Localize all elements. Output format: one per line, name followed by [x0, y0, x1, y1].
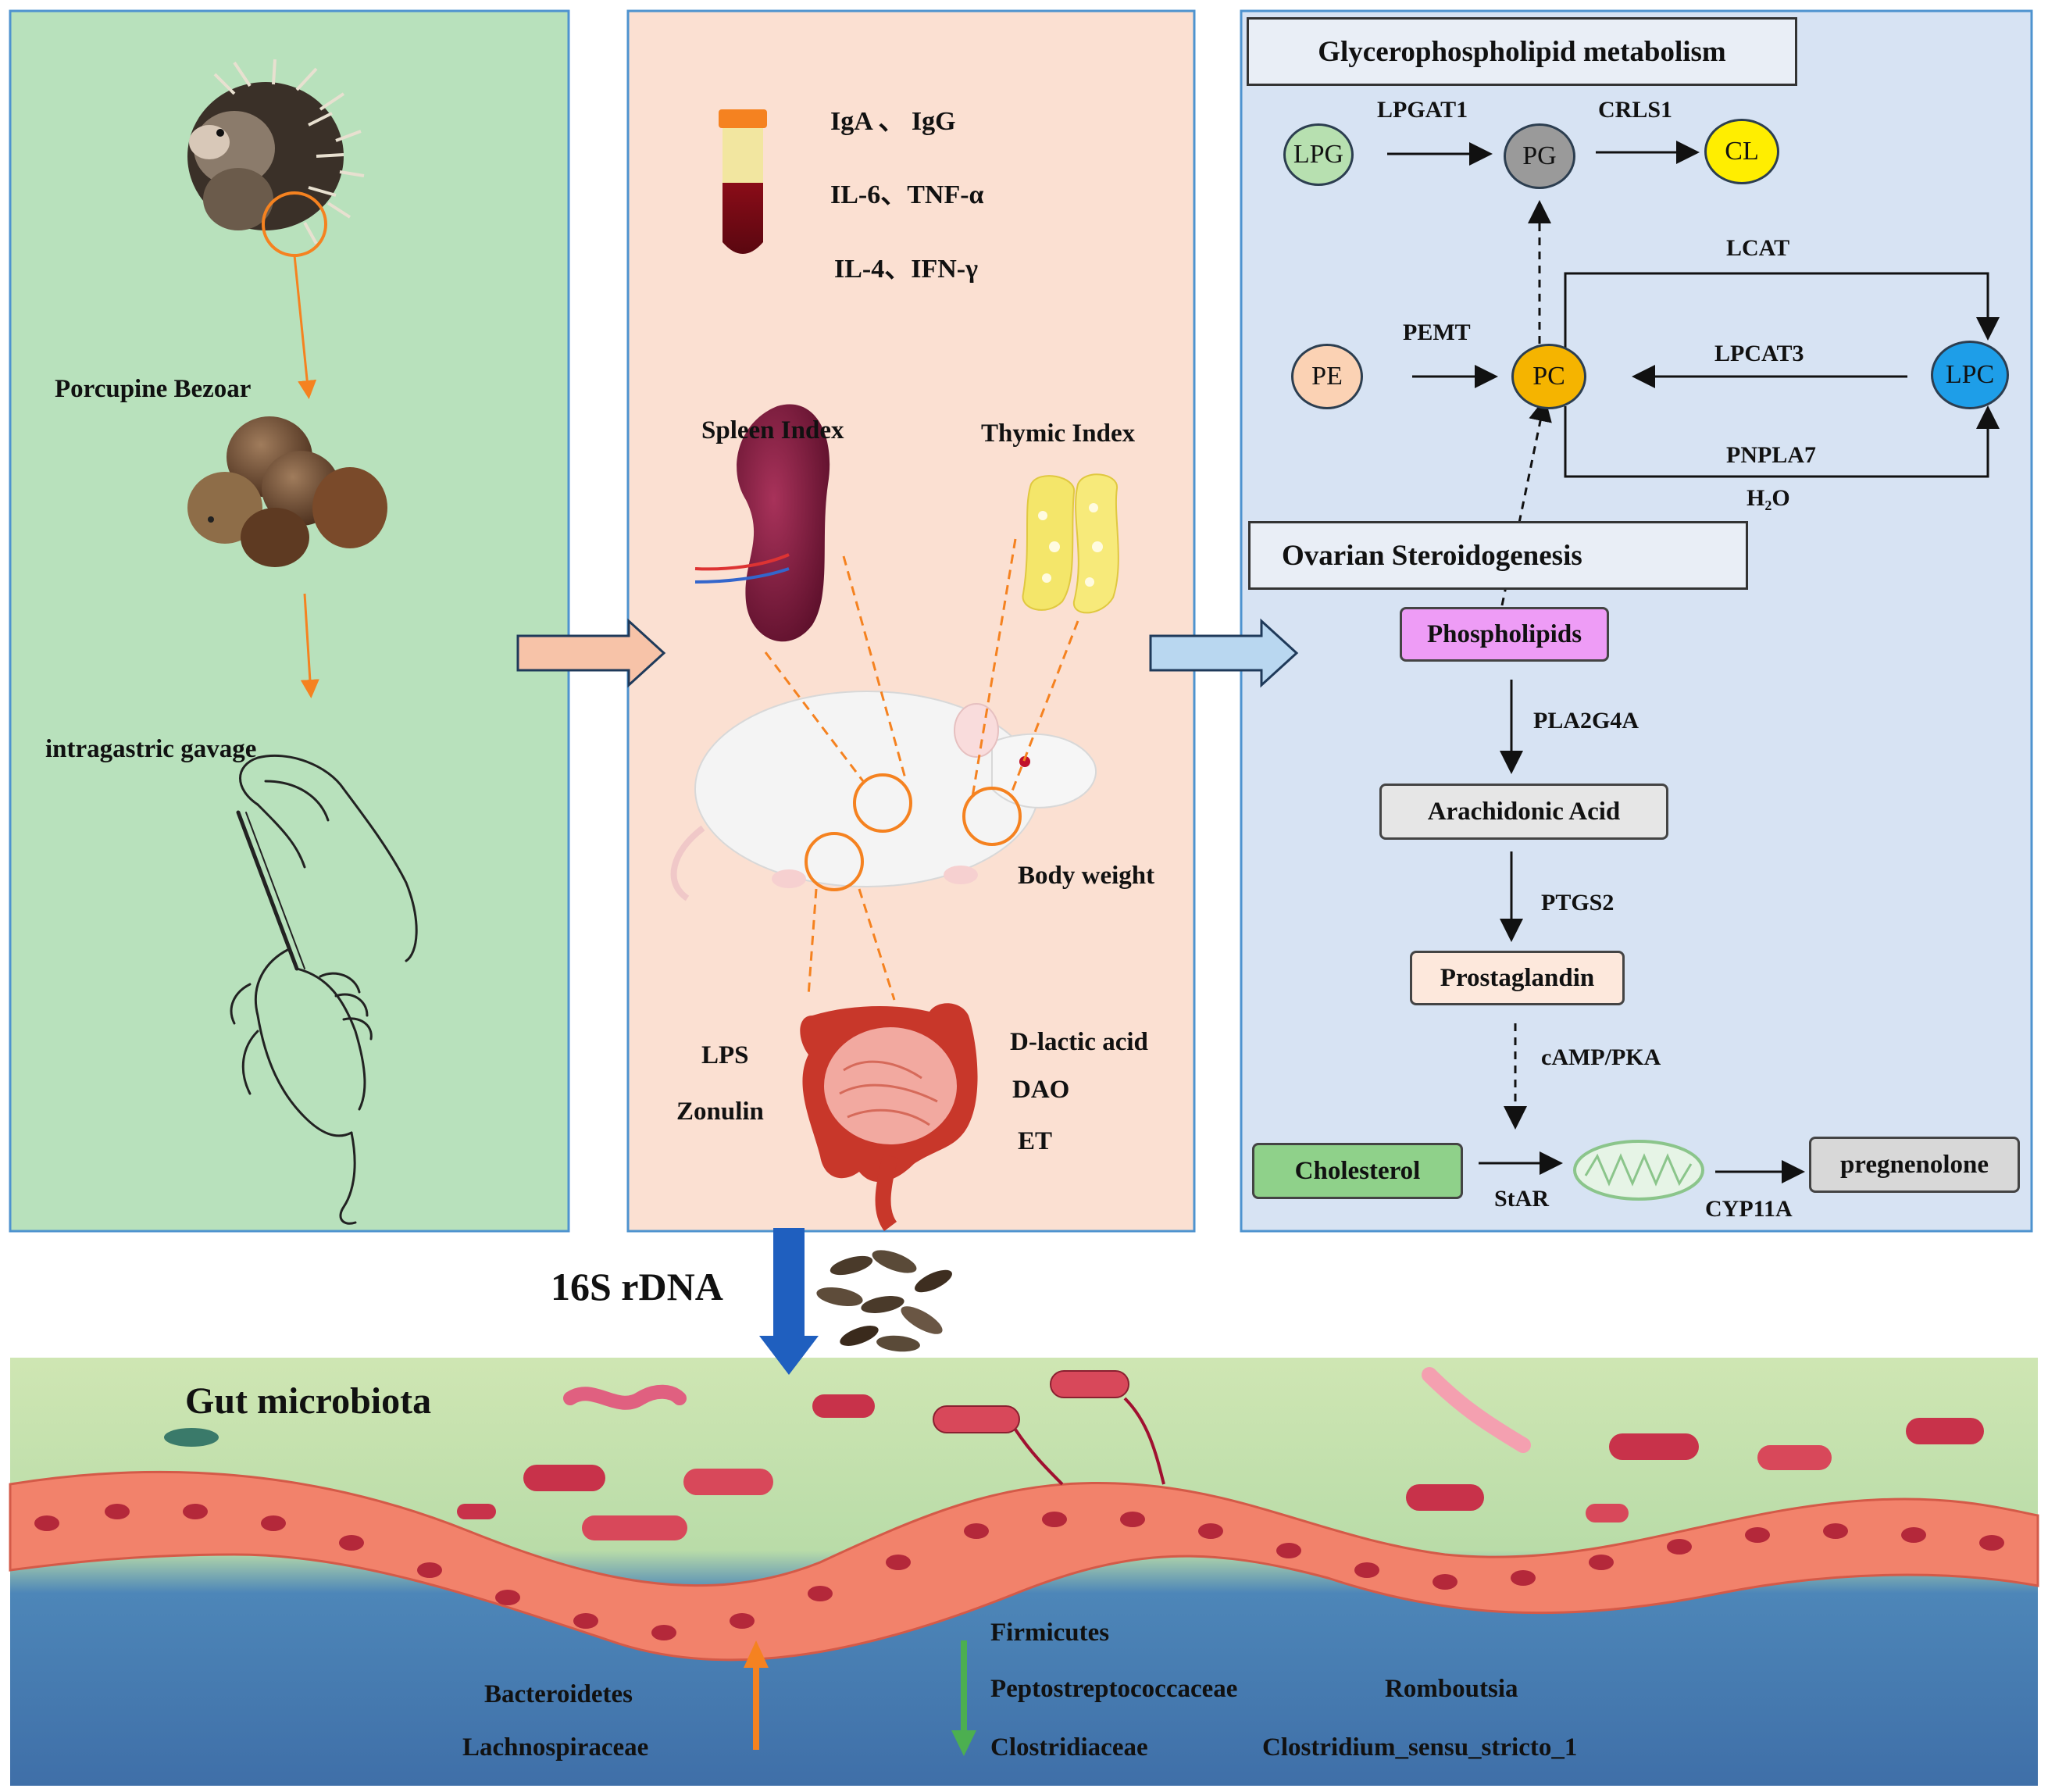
rat-thymus-circle	[962, 787, 1022, 846]
serum-marker-2: IL-6、TNF-α	[830, 180, 984, 209]
feces-image	[816, 1250, 952, 1352]
water-label: H₂O	[1747, 485, 1790, 511]
gut-marker-lps: LPS	[701, 1041, 749, 1069]
gut-microbiota-title: Gut microbiota	[185, 1380, 432, 1422]
arrow-to-gavage	[300, 593, 319, 698]
epithelium-layer	[9, 1470, 2039, 1662]
rat-image	[670, 691, 1097, 901]
rat-spleen-circle	[853, 773, 912, 833]
bezoar-image	[187, 416, 387, 567]
mitochondrion-icon	[1573, 1140, 1704, 1201]
gut-marker-et: ET	[1018, 1127, 1053, 1155]
decreased-taxon-3: Clostridiaceae	[990, 1733, 1148, 1762]
rdna-down-arrow	[759, 1228, 819, 1375]
gut-marker-zonulin: Zonulin	[676, 1098, 764, 1126]
enzyme-pnpla7: PNPLA7	[1726, 442, 1816, 468]
enzyme-star: StAR	[1494, 1186, 1550, 1212]
epithelial-nuclei	[34, 1504, 2004, 1640]
decreased-taxon-1: Firmicutes	[990, 1619, 1110, 1647]
arrow-middle-to-right	[1149, 618, 1299, 688]
enzyme-lpcat3: LPCAT3	[1714, 341, 1804, 366]
decrease-arrow	[951, 1640, 976, 1756]
pathway-arrows	[1387, 141, 2000, 1183]
intestine-image	[800, 1003, 978, 1231]
rdna-label: 16S rDNA	[551, 1265, 723, 1308]
enzyme-ptgs2: PTGS2	[1541, 890, 1614, 916]
decreased-taxon-5: Clostridium_sensu_stricto_1	[1262, 1733, 1578, 1762]
body-weight-label: Body weight	[1018, 862, 1155, 890]
camp-pka-label: cAMP/PKA	[1541, 1044, 1661, 1070]
node-pc: PC	[1511, 344, 1586, 409]
gavage-sketch	[230, 754, 418, 1225]
spleen-image	[694, 404, 830, 642]
gut-marker-dao: DAO	[1012, 1076, 1070, 1104]
node-lpg: LPG	[1283, 123, 1354, 186]
increased-taxon-1: Bacteroidetes	[484, 1680, 633, 1708]
thymus-image	[1022, 473, 1119, 614]
intragastric-gavage-label: intragastric gavage	[45, 735, 257, 763]
arachidonic-acid-box: Arachidonic Acid	[1379, 784, 1668, 840]
enzyme-cyp11a: CYP11A	[1705, 1196, 1793, 1222]
decreased-taxon-2: Peptostreptococcaceae	[990, 1675, 1238, 1703]
blood-tube-image	[719, 109, 767, 254]
ovarian-steroidogenesis-title: Ovarian Steroidogenesis	[1248, 521, 1748, 590]
increase-arrow	[744, 1640, 769, 1750]
node-lpc: LPC	[1931, 341, 2009, 409]
gut-marker-d-lactic-acid: D-lactic acid	[1010, 1028, 1148, 1056]
increased-taxon-2: Lachnospiraceae	[462, 1733, 649, 1762]
spleen-index-label: Spleen Index	[701, 416, 844, 444]
decreased-taxon-4: Romboutsia	[1385, 1675, 1518, 1703]
rat-gut-circle	[805, 832, 864, 891]
right-panel	[1240, 9, 2033, 1233]
porcupine-bezoar-label: Porcupine Bezoar	[55, 375, 252, 403]
enzyme-lcat: LCAT	[1726, 235, 1790, 261]
enzyme-pla2g4a: PLA2G4A	[1533, 708, 1639, 734]
glycerophospholipid-title: Glycerophospholipid metabolism	[1247, 17, 1797, 86]
thymic-index-label: Thymic Index	[981, 419, 1136, 448]
arrow-left-to-middle	[516, 618, 666, 688]
serum-marker-3: IL-4、IFN-γ	[834, 255, 979, 284]
arrow-to-bezoar	[293, 255, 317, 399]
pregnenolone-box: pregnenolone	[1809, 1137, 2020, 1193]
node-pe: PE	[1291, 344, 1363, 409]
phospholipids-box: Phospholipids	[1400, 607, 1609, 662]
enzyme-crls1: CRLS1	[1598, 97, 1673, 123]
bacteria-shapes	[164, 1367, 1984, 1540]
enzyme-pemt: PEMT	[1403, 319, 1471, 345]
cholesterol-box: Cholesterol	[1252, 1143, 1463, 1199]
serum-marker-1: IgA 、 IgG	[830, 107, 956, 136]
node-cl: CL	[1704, 119, 1779, 184]
dashed-leaders	[764, 538, 1079, 1001]
node-pg: PG	[1504, 123, 1575, 189]
prostaglandin-box: Prostaglandin	[1410, 951, 1625, 1005]
enzyme-lpgat1: LPGAT1	[1377, 97, 1468, 123]
